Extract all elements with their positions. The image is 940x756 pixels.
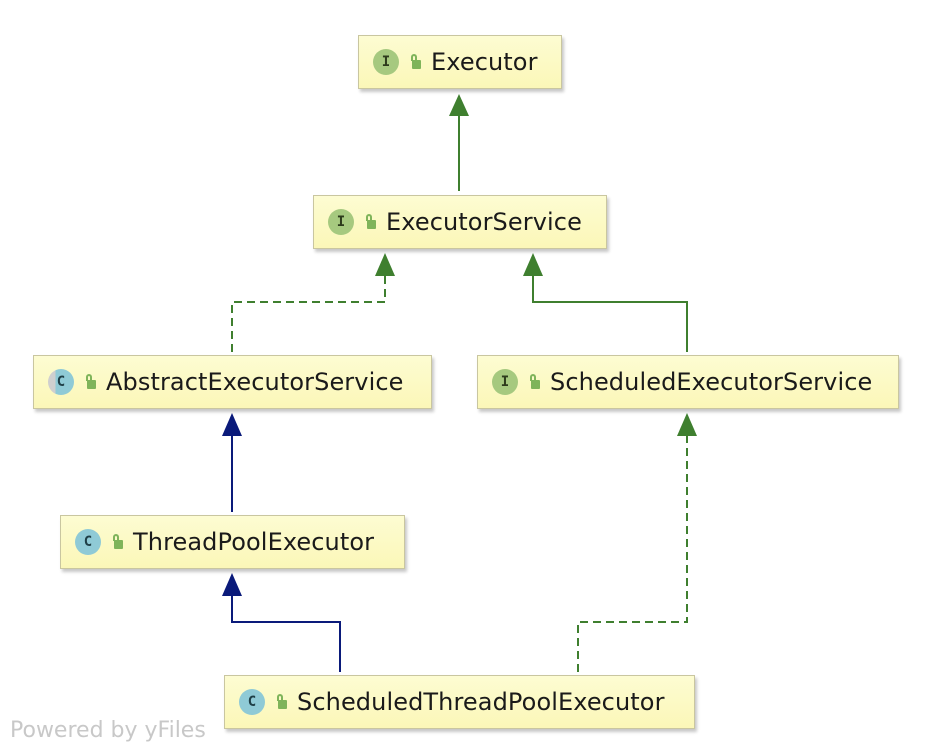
node-label: ScheduledThreadPoolExecutor (297, 688, 665, 716)
node-label: AbstractExecutorService (106, 368, 404, 396)
arrowhead-executorservice-left (375, 253, 395, 276)
node-threadpoolexecutor[interactable]: C ThreadPoolExecutor (60, 515, 405, 569)
node-scheduledthreadpoolexecutor[interactable]: C ScheduledThreadPoolExecutor (224, 675, 695, 729)
public-access-icon (364, 214, 376, 230)
arrowhead-scheduledexecutorservice (677, 413, 697, 436)
edge-threadpoolexecutor-to-abstractexecutorservice (222, 413, 242, 512)
arrowhead-threadpoolexecutor (222, 573, 242, 596)
public-access-icon (275, 694, 287, 710)
node-label: ScheduledExecutorService (550, 368, 873, 396)
edge-executorservice-to-executor (449, 94, 469, 191)
node-executor[interactable]: I Executor (358, 35, 562, 89)
node-abstractexecutorservice[interactable]: C AbstractExecutorService (33, 355, 432, 409)
public-access-icon (409, 54, 421, 70)
node-label: ThreadPoolExecutor (133, 528, 375, 556)
public-access-icon (84, 374, 96, 390)
node-scheduledexecutorservice[interactable]: I ScheduledExecutorService (477, 355, 899, 409)
arrowhead-executorservice-right (523, 253, 543, 276)
edge-abstractexecutorservice-to-executorservice (231, 253, 395, 352)
interface-icon: I (492, 369, 518, 395)
edge-scheduledthreadpoolexecutor-to-threadpoolexecutor (222, 573, 341, 672)
edge-scheduledexecutorservice-to-executorservice (523, 253, 688, 352)
node-label: ExecutorService (386, 208, 582, 236)
class-icon: C (239, 689, 265, 715)
node-label: Executor (431, 48, 538, 76)
arrowhead-executor (449, 94, 469, 116)
interface-icon: I (373, 49, 399, 75)
class-icon: C (75, 529, 101, 555)
interface-icon: I (328, 209, 354, 235)
arrowhead-abstractexecutorservice (222, 413, 242, 436)
node-executorservice[interactable]: I ExecutorService (313, 195, 607, 249)
public-access-icon (528, 374, 540, 390)
watermark: Powered by yFiles (10, 718, 206, 743)
edge-scheduledthreadpoolexecutor-to-scheduledexecutorservice (577, 413, 697, 672)
public-access-icon (111, 534, 123, 550)
abstract-class-icon: C (48, 369, 74, 395)
